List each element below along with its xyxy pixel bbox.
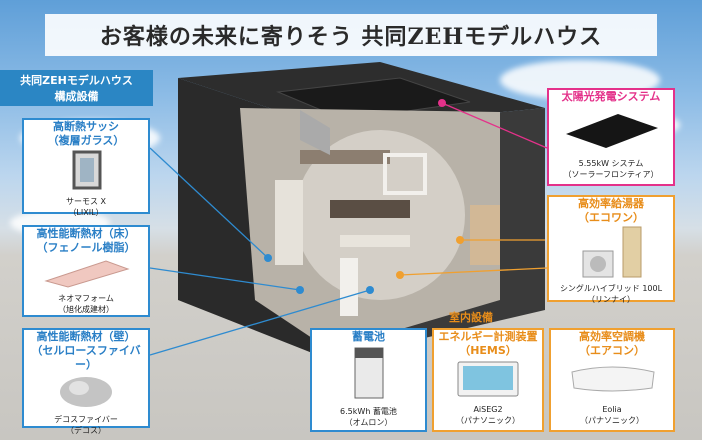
card-caption: サーモス X [65,197,107,206]
card-subtitle: （フェノール樹脂） [36,241,136,254]
foam-board-icon [44,260,130,288]
floor-insulation-card: 高性能断熱材（床） （フェノール樹脂） ネオマフォーム （旭化成建材） [22,225,150,317]
card-maker: （デコス） [66,426,106,435]
cellulose-fiber-icon [60,377,112,407]
air-conditioner-card: 高効率空調機 （エアコン） Eolia （パナソニック） [549,328,675,432]
card-caption: 6.5kWh 蓄電池 [340,407,397,416]
card-title: 蓄電池 [352,330,385,343]
card-maker: （LIXIL） [68,208,104,217]
card-maker: （旭化成建材） [58,305,114,314]
card-title: 高効率空調機 [579,330,645,343]
card-maker: （ソーラーフロンティア） [563,170,659,179]
card-title: 高性能断熱材（壁） [36,330,136,343]
water-heater-card: 高効率給湯器 （エコワン） シングルハイブリッド 100L （リンナイ） [547,195,675,304]
equipment-header: 共同ZEHモデルハウス 構成設備 [0,70,153,106]
card-caption: AiSEG2 [473,405,503,414]
card-subtitle: （エアコン） [579,344,645,357]
indoor-equipment-label: 室内設備 [449,311,493,324]
card-title: エネルギー計測装置 [438,330,538,343]
window-frame-icon [72,150,102,190]
card-subtitle: （セルロースファイバー） [31,344,141,371]
card-caption: ネオマフォーム [58,294,114,303]
battery-card: 蓄電池 6.5kWh 蓄電池 （オムロン） [310,328,427,432]
card-caption: シングルハイブリッド 100L [559,284,663,293]
card-subtitle: （HEMS） [459,344,517,357]
title-banner: お客様の未来に寄りそう 共同ZEHモデルハウス [45,14,657,56]
card-title: 高断熱サッシ [53,120,119,133]
wall-insulation-card: 高性能断熱材（壁） （セルロースファイバー） デコスファイバー （デコス） [22,328,150,435]
water-heater-icon [582,226,642,278]
card-title: 太陽光発電システム [561,90,661,103]
equipment-header-line1: 共同ZEHモデルハウス [20,74,133,87]
solar-card: 太陽光発電システム 5.55kW システム （ソーラーフロンティア） [547,88,675,186]
card-maker: （リンナイ） [587,295,635,304]
card-caption: Eolia [602,405,622,414]
hems-card: エネルギー計測装置 （HEMS） AiSEG2 （パナソニック） [432,328,544,432]
card-subtitle: （複層ガラス） [47,134,125,147]
solar-panel-icon [566,114,658,148]
card-title: 高性能断熱材（床） [36,227,136,240]
card-maker: （パナソニック） [456,416,520,425]
card-title: 高効率給湯器 [578,197,644,210]
window-sash-card: 高断熱サッシ （複層ガラス） サーモス X （LIXIL） [22,118,150,217]
card-caption: 5.55kW システム [578,159,644,168]
card-subtitle: （エコワン） [578,211,644,224]
card-caption: デコスファイバー [54,415,118,424]
hems-monitor-icon [457,361,519,397]
battery-icon [354,347,383,399]
card-maker: （パナソニック） [580,416,644,425]
card-maker: （オムロン） [344,418,393,427]
equipment-header-line2: 構成設備 [54,90,99,103]
page-title: お客様の未来に寄りそう 共同ZEHモデルハウス [99,24,603,50]
air-conditioner-icon [571,366,655,392]
